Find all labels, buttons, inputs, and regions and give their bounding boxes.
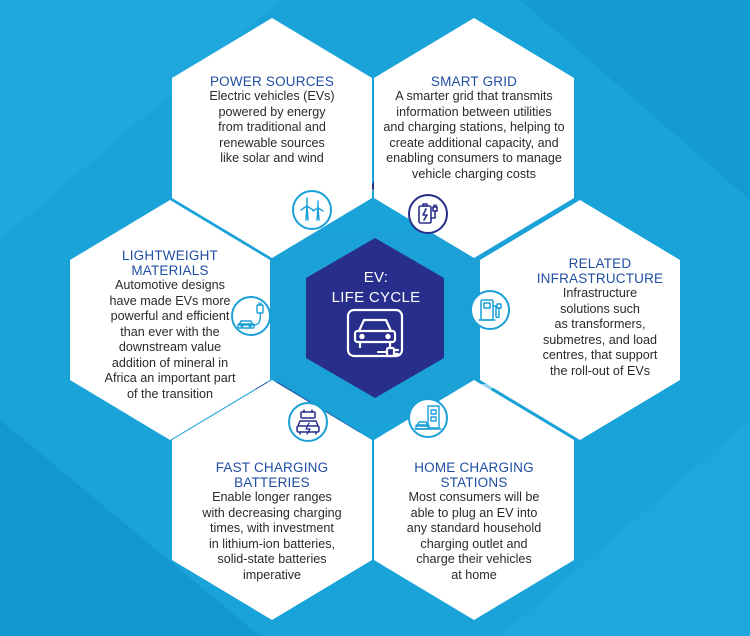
home-charging-title-1: HOME CHARGING: [414, 460, 534, 475]
lightweight-materials-line-2: have made EVs more: [109, 293, 231, 308]
home-charging-line-3: any standard household: [406, 521, 542, 535]
smart-grid-line-6: vehicle charging costs: [412, 166, 536, 181]
car-battery-icon: [296, 409, 320, 435]
center-title: EV: LIFE CYCLE: [318, 268, 434, 308]
home-charging-title-2: STATIONS: [440, 475, 508, 490]
icon-circle-smart-grid: [408, 194, 448, 234]
background-facet: [0, 420, 260, 636]
related-infrastructure-line-6: the roll-out of EVs: [549, 363, 651, 378]
smart-grid-line-3: and charging stations, helping to: [383, 120, 565, 134]
power-sources-line-4: renewable sources: [219, 135, 325, 150]
smart-grid-block: SMART GRID A smarter grid that transmits…: [380, 74, 568, 182]
power-sources-title: POWER SOURCES: [209, 74, 335, 89]
power-sources-block: POWER SOURCES Electric vehicles (EVs) po…: [186, 74, 358, 167]
lightweight-materials-line-1: Automotive designs: [115, 278, 225, 292]
wind-turbine-icon: [300, 197, 324, 221]
center-title-line1: EV:: [363, 269, 389, 286]
home-charger-icon: [414, 405, 442, 430]
fast-charging-line-5: solid-state batteries: [217, 552, 327, 566]
related-infrastructure-line-3: as transformers,: [554, 317, 646, 331]
car-charging-icon: [346, 308, 404, 358]
home-charging-line-4: charging outlet and: [420, 536, 528, 551]
lightweight-materials-line-4: than ever with the: [120, 324, 220, 339]
lightweight-materials-line-3: powerful and efficient: [110, 309, 230, 323]
related-infrastructure-line-2: solutions such: [560, 301, 640, 316]
home-charging-stations-block: HOME CHARGING STATIONS Most consumers wi…: [388, 460, 560, 583]
hex-fast-charging-batteries: [172, 380, 372, 620]
icon-circle-fast-charging: [288, 402, 328, 442]
smart-grid-line-4: create additional capacity, and: [389, 135, 559, 150]
smart-grid-line-2: information between utilities: [396, 104, 552, 119]
background-facet: [520, 0, 750, 200]
icon-circle-lightweight-materials: [231, 296, 271, 336]
icon-circle-power-sources: [292, 190, 332, 230]
smart-grid-line-5: enabling consumers to manage: [386, 151, 562, 165]
home-charging-line-2: able to plug an EV into: [410, 505, 538, 520]
fast-charging-line-6: imperative: [242, 567, 302, 582]
power-sources-line-3: from traditional and: [218, 120, 326, 134]
home-charging-line-5: charge their vehicles: [416, 552, 532, 566]
center-hex: [306, 238, 444, 398]
lightweight-materials-line-5: downstream value: [118, 340, 222, 354]
charging-station-icon: [478, 299, 502, 321]
lightweight-materials-line-7: Africa an important part: [104, 371, 236, 385]
power-sources-line-2: powered by energy: [218, 104, 326, 119]
lightweight-materials-title-1: LIGHTWEIGHT: [122, 248, 218, 263]
fast-charging-title-2: BATTERIES: [234, 475, 310, 490]
fast-charging-line-4: in lithium-ion batteries,: [209, 536, 335, 551]
lightweight-materials-line-6: addition of mineral in: [111, 355, 229, 370]
smart-grid-title: SMART GRID: [430, 74, 518, 89]
hex-related-infrastructure: [480, 200, 680, 440]
fast-charging-line-1: Enable longer ranges: [212, 490, 332, 504]
related-infrastructure-line-4: submetres, and load: [542, 332, 658, 347]
car-charger-cable-icon: [237, 302, 264, 329]
home-charging-line-1: Most consumers will be: [408, 490, 540, 504]
power-sources-line-5: like solar and wind: [220, 151, 324, 165]
smart-grid-line-1: A smarter grid that transmits: [395, 89, 553, 103]
related-infrastructure-title-1: RELATED: [568, 256, 632, 271]
center-title-line2: LIFE CYCLE: [331, 289, 421, 306]
battery-plug-icon: [418, 203, 438, 224]
related-infrastructure-block: RELATED INFRASTRUCTURE Infrastructure so…: [520, 256, 680, 379]
background-facet: [500, 420, 750, 636]
lightweight-materials-block: LIGHTWEIGHT MATERIALS Automotive designs…: [82, 248, 258, 402]
icon-circle-related-infrastructure: [470, 290, 510, 330]
fast-charging-line-2: with decreasing charging: [202, 505, 342, 520]
fast-charging-batteries-block: FAST CHARGING BATTERIES Enable longer ra…: [186, 460, 358, 583]
icon-circle-home-charging: [408, 398, 448, 438]
lightweight-materials-line-8: of the transition: [126, 386, 214, 401]
home-charging-line-6: at home: [451, 567, 497, 582]
hex-home-charging-stations: [374, 380, 574, 620]
related-infrastructure-line-5: centres, that support: [542, 348, 658, 362]
hex-lightweight-materials: [70, 200, 270, 440]
related-infrastructure-title-2: INFRASTRUCTURE: [536, 271, 664, 286]
lightweight-materials-title-2: MATERIALS: [131, 263, 209, 278]
fast-charging-line-3: times, with investment: [210, 521, 334, 535]
power-sources-line-1: Electric vehicles (EVs): [209, 89, 335, 103]
fast-charging-title-1: FAST CHARGING: [215, 460, 329, 475]
related-infrastructure-line-1: Infrastructure: [562, 286, 638, 300]
